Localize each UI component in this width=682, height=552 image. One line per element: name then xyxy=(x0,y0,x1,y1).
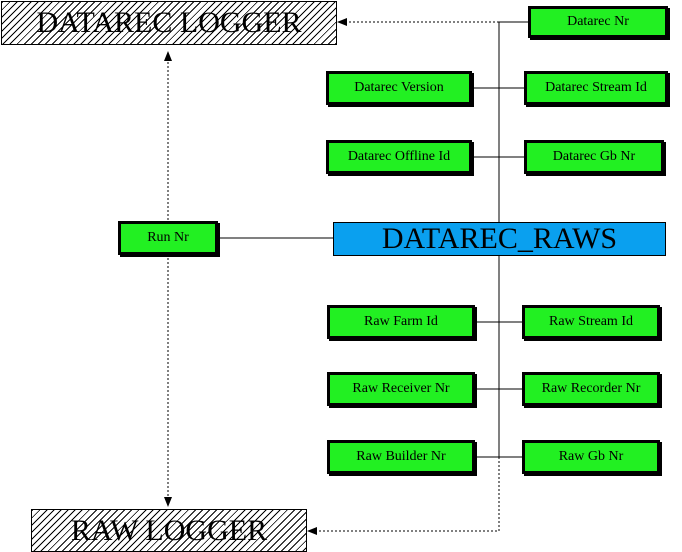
datarec-logger-box: DATAREC LOGGER xyxy=(1,1,337,45)
field-datarec-gb-nr-label: Datarec Gb Nr xyxy=(552,149,636,164)
field-raw-stream-id-label: Raw Stream Id xyxy=(549,314,633,329)
field-raw-stream-id: Raw Stream Id xyxy=(522,305,660,339)
field-datarec-offline-id: Datarec Offline Id xyxy=(326,140,472,174)
field-datarec-nr-label: Datarec Nr xyxy=(567,14,629,29)
raw-logger-label: RAW LOGGER xyxy=(70,513,268,547)
datarec-raws-box: DATAREC_RAWS xyxy=(333,222,666,256)
datarec-logger-label: DATAREC LOGGER xyxy=(36,6,302,39)
field-raw-receiver-nr: Raw Receiver Nr xyxy=(327,372,475,406)
field-raw-recorder-nr-label: Raw Recorder Nr xyxy=(541,381,641,396)
field-raw-gb-nr-label: Raw Gb Nr xyxy=(558,449,624,464)
field-datarec-stream-id-label: Datarec Stream Id xyxy=(545,80,647,95)
field-raw-receiver-nr-label: Raw Receiver Nr xyxy=(352,381,450,396)
field-raw-farm-id-label: Raw Farm Id xyxy=(364,314,438,329)
field-raw-builder-nr-label: Raw Builder Nr xyxy=(356,449,446,464)
raw-logger-box: RAW LOGGER xyxy=(31,509,307,552)
datarec-raws-label: DATAREC_RAWS xyxy=(381,222,618,255)
field-raw-farm-id: Raw Farm Id xyxy=(327,305,475,339)
field-datarec-gb-nr: Datarec Gb Nr xyxy=(524,140,664,174)
field-raw-gb-nr: Raw Gb Nr xyxy=(522,440,660,474)
arrow-to-raw-logger xyxy=(307,457,500,535)
field-datarec-offline-id-label: Datarec Offline Id xyxy=(347,149,451,164)
field-raw-recorder-nr: Raw Recorder Nr xyxy=(522,372,660,406)
field-datarec-version-label: Datarec Version xyxy=(354,80,444,95)
field-datarec-version: Datarec Version xyxy=(326,71,472,105)
field-datarec-nr: Datarec Nr xyxy=(528,6,668,38)
field-run-nr-label: Run Nr xyxy=(147,230,189,245)
field-raw-builder-nr: Raw Builder Nr xyxy=(327,440,475,474)
field-run-nr: Run Nr xyxy=(118,221,218,255)
field-datarec-stream-id: Datarec Stream Id xyxy=(524,71,668,105)
